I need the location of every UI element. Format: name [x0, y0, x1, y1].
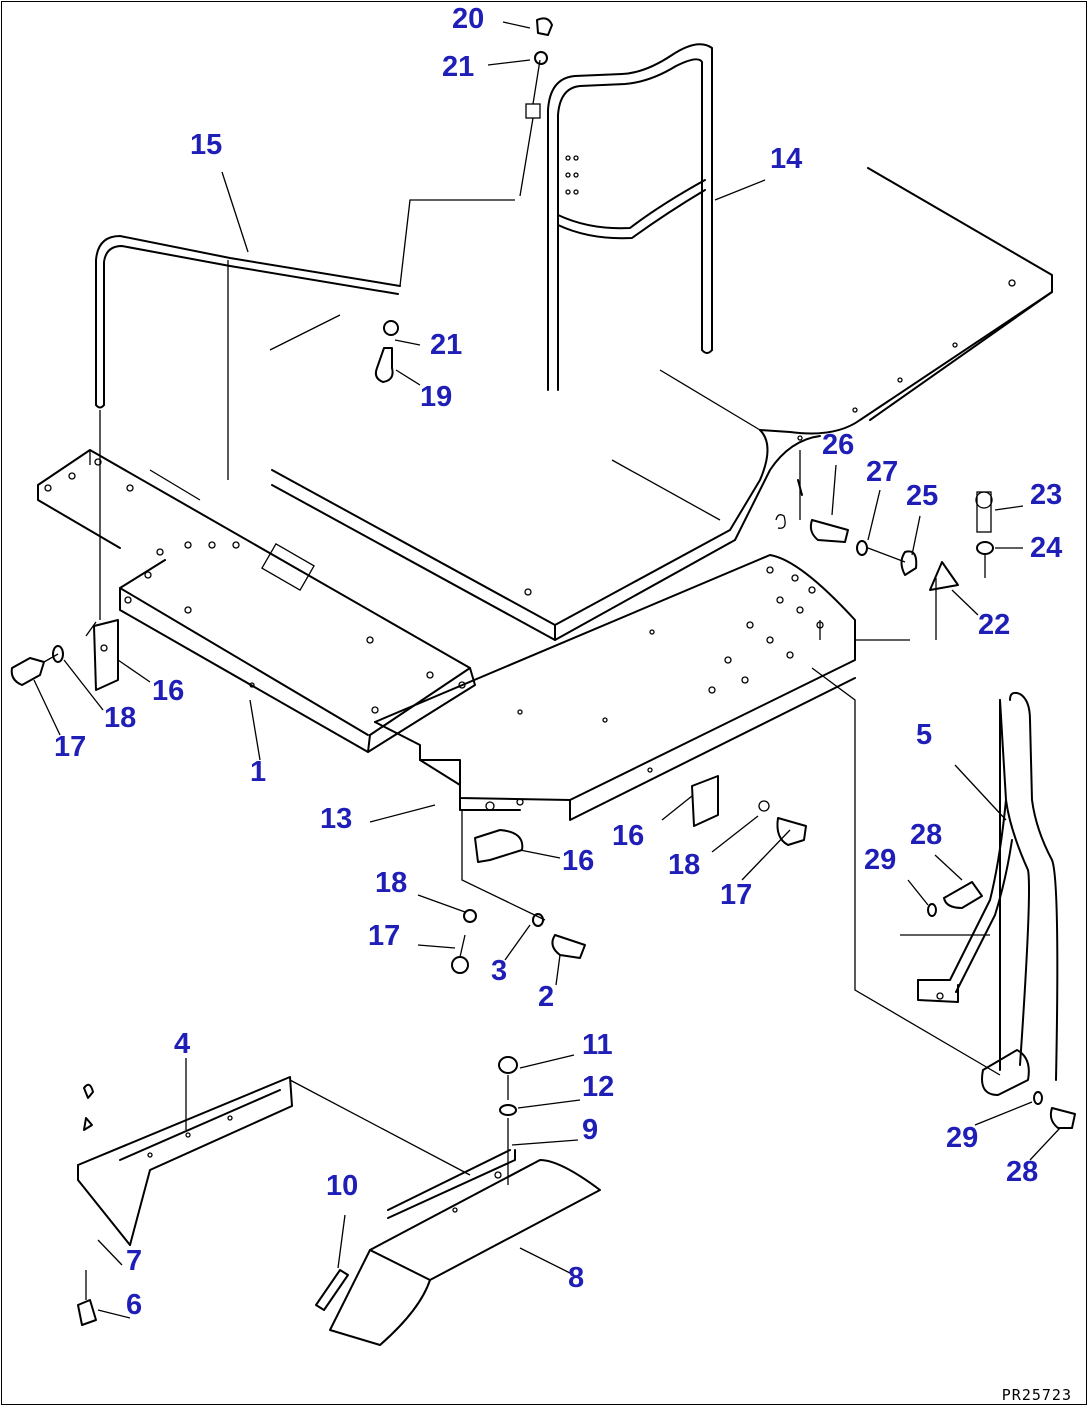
callout-22: 22	[978, 609, 1011, 641]
fasteners-left	[10, 619, 119, 691]
callout-28: 28	[1006, 1156, 1039, 1188]
callout-16: 16	[562, 845, 595, 877]
fasteners-center	[451, 775, 807, 974]
callout-3: 3	[491, 955, 508, 987]
fasteners-upper-right	[775, 450, 994, 640]
callout-18: 18	[104, 702, 137, 734]
callout-6: 6	[126, 1289, 143, 1321]
leader-lines	[33, 21, 1061, 1319]
callout-25: 25	[906, 480, 939, 512]
callout-17: 17	[368, 920, 401, 952]
callout-26: 26	[822, 429, 855, 461]
callout-16: 16	[152, 675, 185, 707]
callout-11: 11	[582, 1029, 613, 1061]
fasteners-top	[374, 17, 553, 383]
callout-19: 19	[420, 381, 453, 413]
callout-15: 15	[190, 129, 223, 161]
callout-21: 21	[442, 51, 475, 83]
callout-23: 23	[1030, 479, 1063, 511]
callout-13: 13	[320, 803, 353, 835]
callout-28: 28	[910, 819, 943, 851]
callout-27: 27	[866, 456, 899, 488]
callout-20: 20	[452, 3, 485, 35]
callout-7: 7	[126, 1245, 143, 1277]
side-handrail-5	[900, 691, 1059, 1096]
upper-deck-plate	[269, 167, 1053, 641]
callout-5: 5	[916, 719, 933, 751]
callout-24: 24	[1030, 532, 1063, 564]
step-plate-13	[374, 554, 1001, 1076]
handrail-15	[95, 199, 515, 620]
callout-17: 17	[720, 879, 753, 911]
callout-21: 21	[430, 329, 463, 361]
callout-2: 2	[538, 981, 555, 1013]
callout-29: 29	[864, 844, 897, 876]
bracket-4	[77, 1076, 471, 1326]
callout-29: 29	[946, 1122, 979, 1154]
callout-14: 14	[770, 143, 803, 175]
handrail-14	[519, 43, 713, 391]
callout-17: 17	[54, 731, 87, 763]
fasteners-lower-right	[927, 881, 1076, 1129]
drawing-code: PR25723	[1001, 1386, 1072, 1404]
callout-10: 10	[326, 1170, 359, 1202]
callout-18: 18	[668, 849, 701, 881]
callout-16: 16	[612, 820, 645, 852]
step-box-1	[37, 449, 476, 753]
cover-plate-8	[315, 1056, 601, 1346]
callout-9: 9	[582, 1114, 599, 1146]
callout-8: 8	[568, 1262, 585, 1294]
callout-12: 12	[582, 1071, 615, 1103]
callout-1: 1	[250, 756, 267, 788]
callout-4: 4	[174, 1028, 191, 1060]
callout-18: 18	[375, 867, 408, 899]
